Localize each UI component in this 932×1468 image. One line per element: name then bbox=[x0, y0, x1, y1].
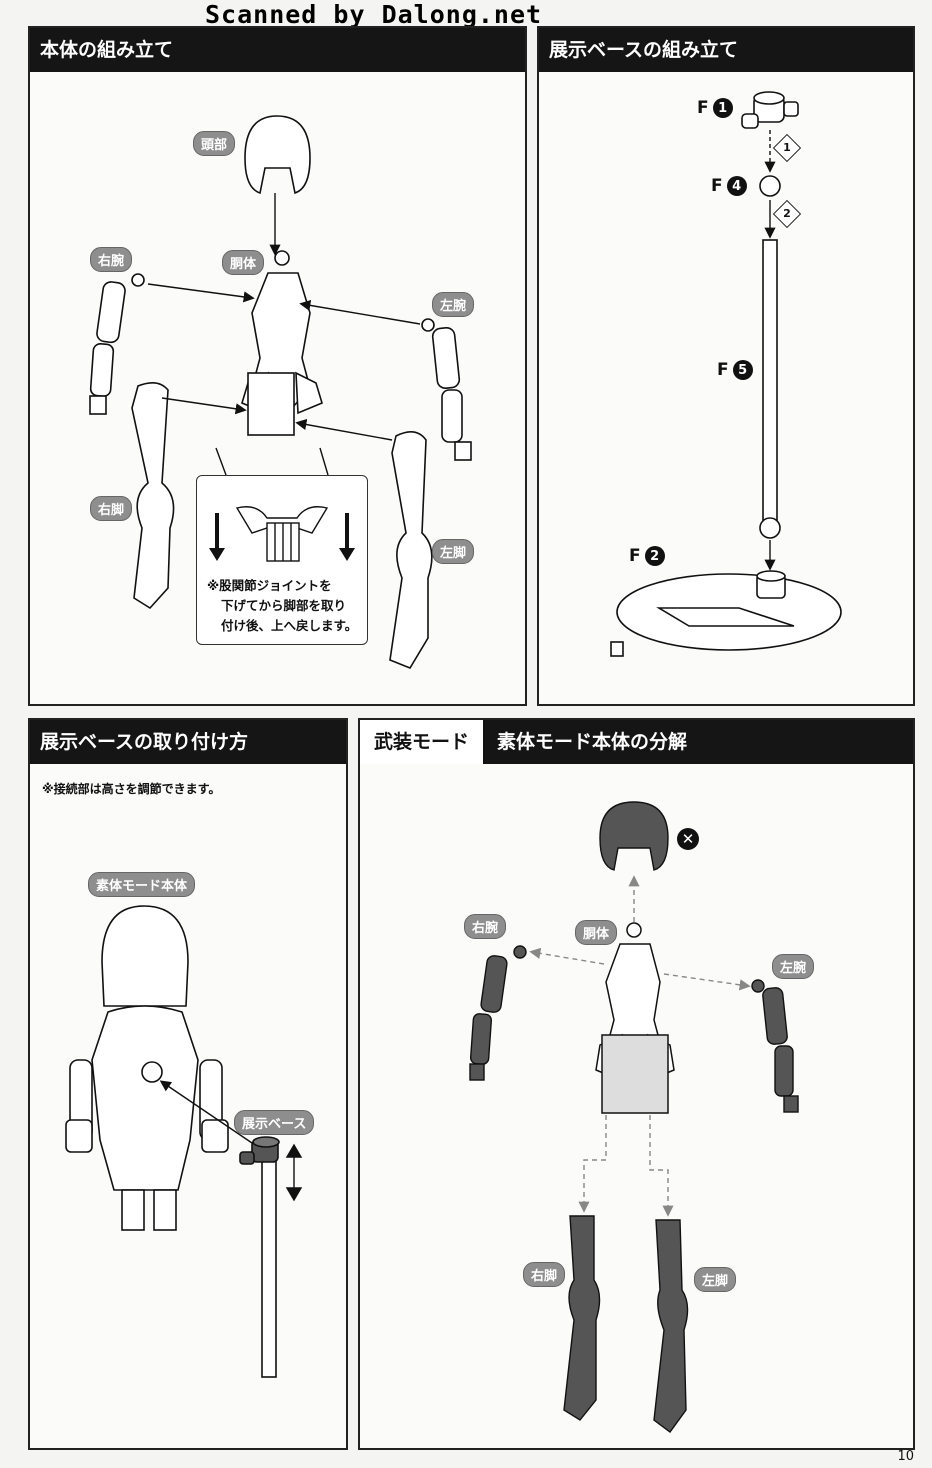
part-f2-number: 2 bbox=[644, 546, 665, 566]
label-right-leg: 右脚 bbox=[523, 1262, 566, 1287]
page-number: 10 bbox=[897, 1449, 914, 1464]
label-head: 頭部 bbox=[193, 131, 236, 156]
part-f5-number: 5 bbox=[732, 360, 753, 380]
part-f2-letter: F bbox=[629, 546, 641, 566]
disassembly-illustration bbox=[469, 801, 799, 1433]
hip-joint-callout: ※股関節ジョイントを 下げてから脚部を取り 付け後、上へ戻します。 bbox=[196, 475, 368, 645]
label-left-arm: 左腕 bbox=[772, 954, 815, 979]
label-right-leg: 右脚 bbox=[90, 496, 133, 521]
height-adjust-note: ※接続部は高さを調節できます。 bbox=[42, 782, 221, 796]
label-left-leg: 左脚 bbox=[694, 1267, 737, 1292]
label-left-arm: 左腕 bbox=[432, 292, 475, 317]
base-assembly-illustration bbox=[610, 91, 842, 657]
watermark: Scanned by Dalong.net bbox=[205, 0, 543, 29]
panel-title: 本体の組み立て bbox=[30, 28, 525, 72]
step-1-number: 1 bbox=[783, 141, 791, 154]
panel-header: 武装モード 素体モード本体の分解 bbox=[360, 720, 913, 764]
part-f5-letter: F bbox=[717, 360, 729, 380]
armor-mode-tab: 武装モード bbox=[360, 720, 486, 764]
panel-title: 展示ベースの組み立て bbox=[539, 28, 913, 72]
label-torso: 胴体 bbox=[222, 250, 265, 275]
part-f4-letter: F bbox=[711, 176, 723, 196]
hip-joint-illustration bbox=[209, 506, 355, 562]
label-right-arm: 右腕 bbox=[90, 247, 133, 272]
panel-title: 展示ベースの取り付け方 bbox=[30, 720, 346, 764]
label-left-leg: 左脚 bbox=[432, 539, 475, 564]
remove-mark: ✕ bbox=[677, 828, 699, 850]
callout-line-2: 下げてから脚部を取り bbox=[221, 598, 347, 613]
part-f4-number: 4 bbox=[726, 176, 747, 196]
panel-title: 素体モード本体の分解 bbox=[497, 731, 688, 753]
callout-line-3: 付け後、上へ戻します。 bbox=[221, 618, 358, 633]
step-2-number: 2 bbox=[783, 207, 791, 220]
panel-body-assembly: 本体の組み立て bbox=[28, 26, 527, 706]
part-f1-letter: F bbox=[697, 98, 709, 118]
body-assembly-illustration bbox=[89, 115, 472, 669]
label-body: 素体モード本体 bbox=[88, 872, 196, 897]
panel-base-attach: 展示ベースの取り付け方 ※接続部は高さを調節できます。 素体モード本体 展 bbox=[28, 718, 348, 1450]
base-attach-illustration bbox=[65, 905, 303, 1378]
label-torso: 胴体 bbox=[575, 920, 618, 945]
label-right-arm: 右腕 bbox=[464, 914, 507, 939]
label-display-base: 展示ベース bbox=[234, 1110, 315, 1135]
part-f1-number: 1 bbox=[712, 98, 733, 118]
panel-armor-mode: 武装モード 素体モード本体の分解 bbox=[358, 718, 915, 1450]
callout-line-1: ※股関節ジョイントを bbox=[207, 578, 332, 593]
